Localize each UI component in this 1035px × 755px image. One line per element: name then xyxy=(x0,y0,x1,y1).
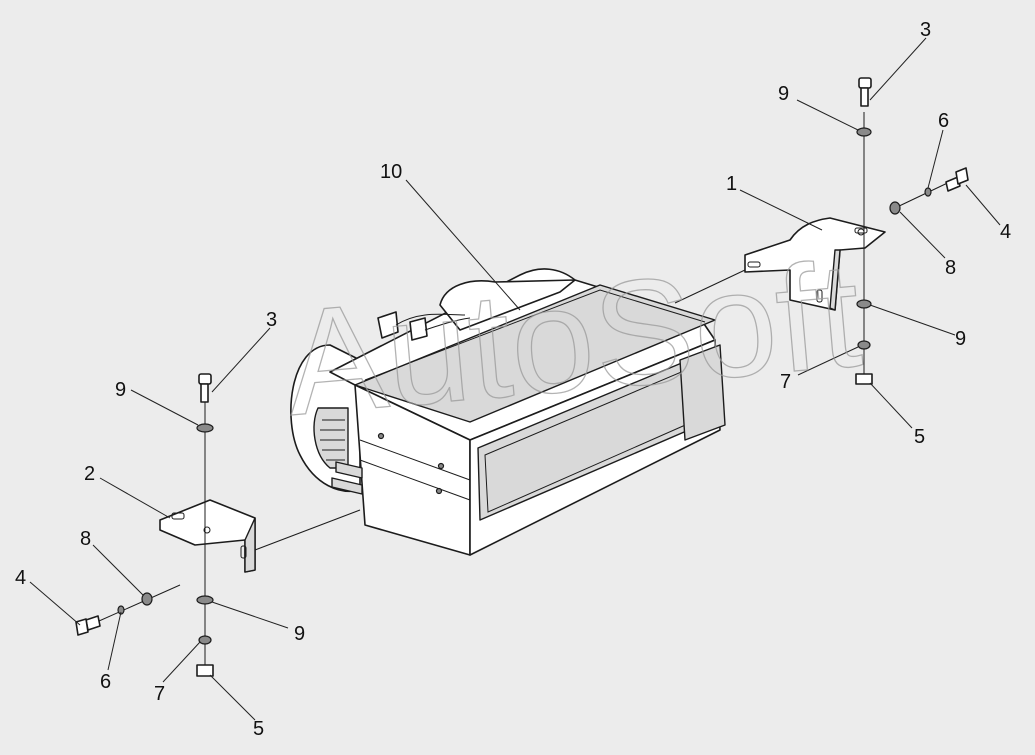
washer-8-left xyxy=(141,592,153,606)
callout-6-right: 6 xyxy=(938,110,949,132)
right-fasteners xyxy=(674,77,969,385)
callout-8-right: 8 xyxy=(945,257,956,279)
washer-7-left xyxy=(198,635,212,645)
callout-7-left: 7 xyxy=(154,683,165,705)
washer-9-right-top xyxy=(856,127,872,137)
bracket-2 xyxy=(159,499,256,573)
nut-5-right xyxy=(855,373,873,385)
washer-8-right xyxy=(889,201,901,215)
callout-10: 10 xyxy=(380,161,402,183)
left-fasteners xyxy=(75,373,361,677)
bolt-4-right xyxy=(945,176,961,192)
callout-2: 2 xyxy=(84,463,95,485)
washer-9-right-mid xyxy=(856,299,872,309)
callout-3-top: 3 xyxy=(920,19,931,41)
callout-5-left: 5 xyxy=(253,718,264,740)
washer-9-left-top xyxy=(196,423,214,433)
heater-unit xyxy=(290,268,726,556)
callout-5-right: 5 xyxy=(914,426,925,448)
washer-9-left-bottom xyxy=(196,595,214,605)
callout-7-right: 7 xyxy=(780,371,791,393)
nut-5-left xyxy=(196,664,214,677)
callout-1: 1 xyxy=(726,173,737,195)
callout-9-right-top: 9 xyxy=(778,83,789,105)
washer-7-right xyxy=(857,340,871,350)
callout-4-right: 4 xyxy=(1000,221,1011,243)
bolt-3-right xyxy=(858,77,872,89)
bracket-1 xyxy=(744,217,886,311)
callout-6-left: 6 xyxy=(100,671,111,693)
bolt-3-left xyxy=(198,373,212,385)
callout-9-left-bottom: 9 xyxy=(294,623,305,645)
watermark-autosoft: AutoSoft xyxy=(279,229,867,447)
callout-4-left: 4 xyxy=(15,567,26,589)
callout-8-left: 8 xyxy=(80,528,91,550)
leader-lines xyxy=(29,37,1001,721)
washer-6-right xyxy=(924,187,932,197)
callout-9-left-top: 9 xyxy=(115,379,126,401)
callout-3-left: 3 xyxy=(266,309,277,331)
callout-9-right-mid: 9 xyxy=(955,328,966,350)
callout-labels: 10 1 3 9 6 4 8 9 7 5 3 9 2 8 4 6 7 9 5 xyxy=(15,19,1011,740)
